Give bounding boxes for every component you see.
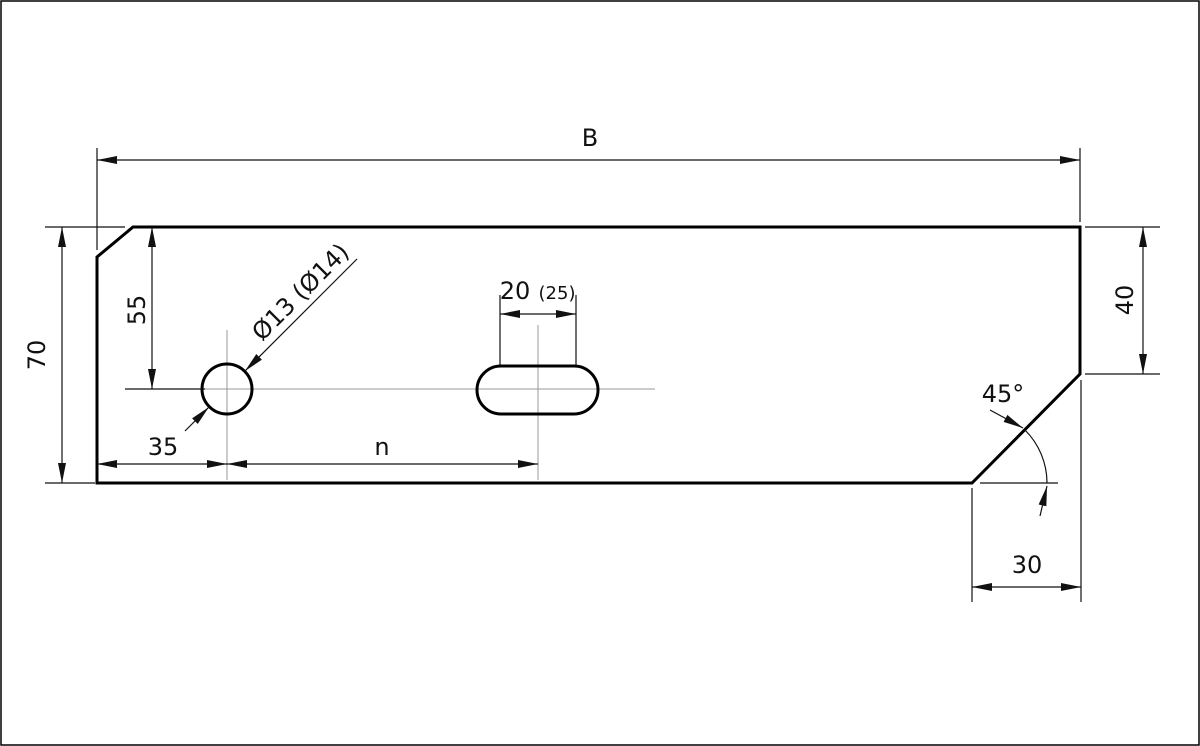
dimension-label-70: 70 xyxy=(23,340,51,371)
dimension-label-45: 45° xyxy=(982,380,1025,408)
dimension-label-35: 35 xyxy=(148,433,179,461)
dimension-40: 40 xyxy=(1085,226,1160,375)
dimension-diameter: Ø13 (Ø14) xyxy=(184,238,358,432)
dimension-30: 30 xyxy=(971,380,1082,602)
dimension-label-B: B xyxy=(582,124,598,152)
dimension-slot-width: 20 (25) xyxy=(499,277,577,365)
dimension-label-55: 55 xyxy=(123,295,151,326)
svg-text:Ø13 (Ø14): Ø13 (Ø14) xyxy=(246,238,354,346)
dimension-label-25: (25) xyxy=(539,283,576,304)
dimension-label-30: 30 xyxy=(1012,551,1043,579)
dimension-angle-45: 45° xyxy=(980,380,1058,517)
dimension-label-40: 40 xyxy=(1111,285,1139,316)
dimension-label-diameter: Ø13 (Ø14) xyxy=(246,238,354,346)
dimension-35: 35 xyxy=(97,433,227,468)
dimension-70: 70 xyxy=(23,226,125,484)
dimension-B: B xyxy=(96,124,1081,250)
dimension-n: n xyxy=(227,433,538,468)
slot-hole xyxy=(475,364,600,416)
dimension-55: 55 xyxy=(123,227,205,390)
part-outline xyxy=(95,225,1082,485)
centerlines xyxy=(200,325,655,480)
dimension-label-n: n xyxy=(374,433,389,461)
dimension-label-20: 20 xyxy=(500,277,531,305)
